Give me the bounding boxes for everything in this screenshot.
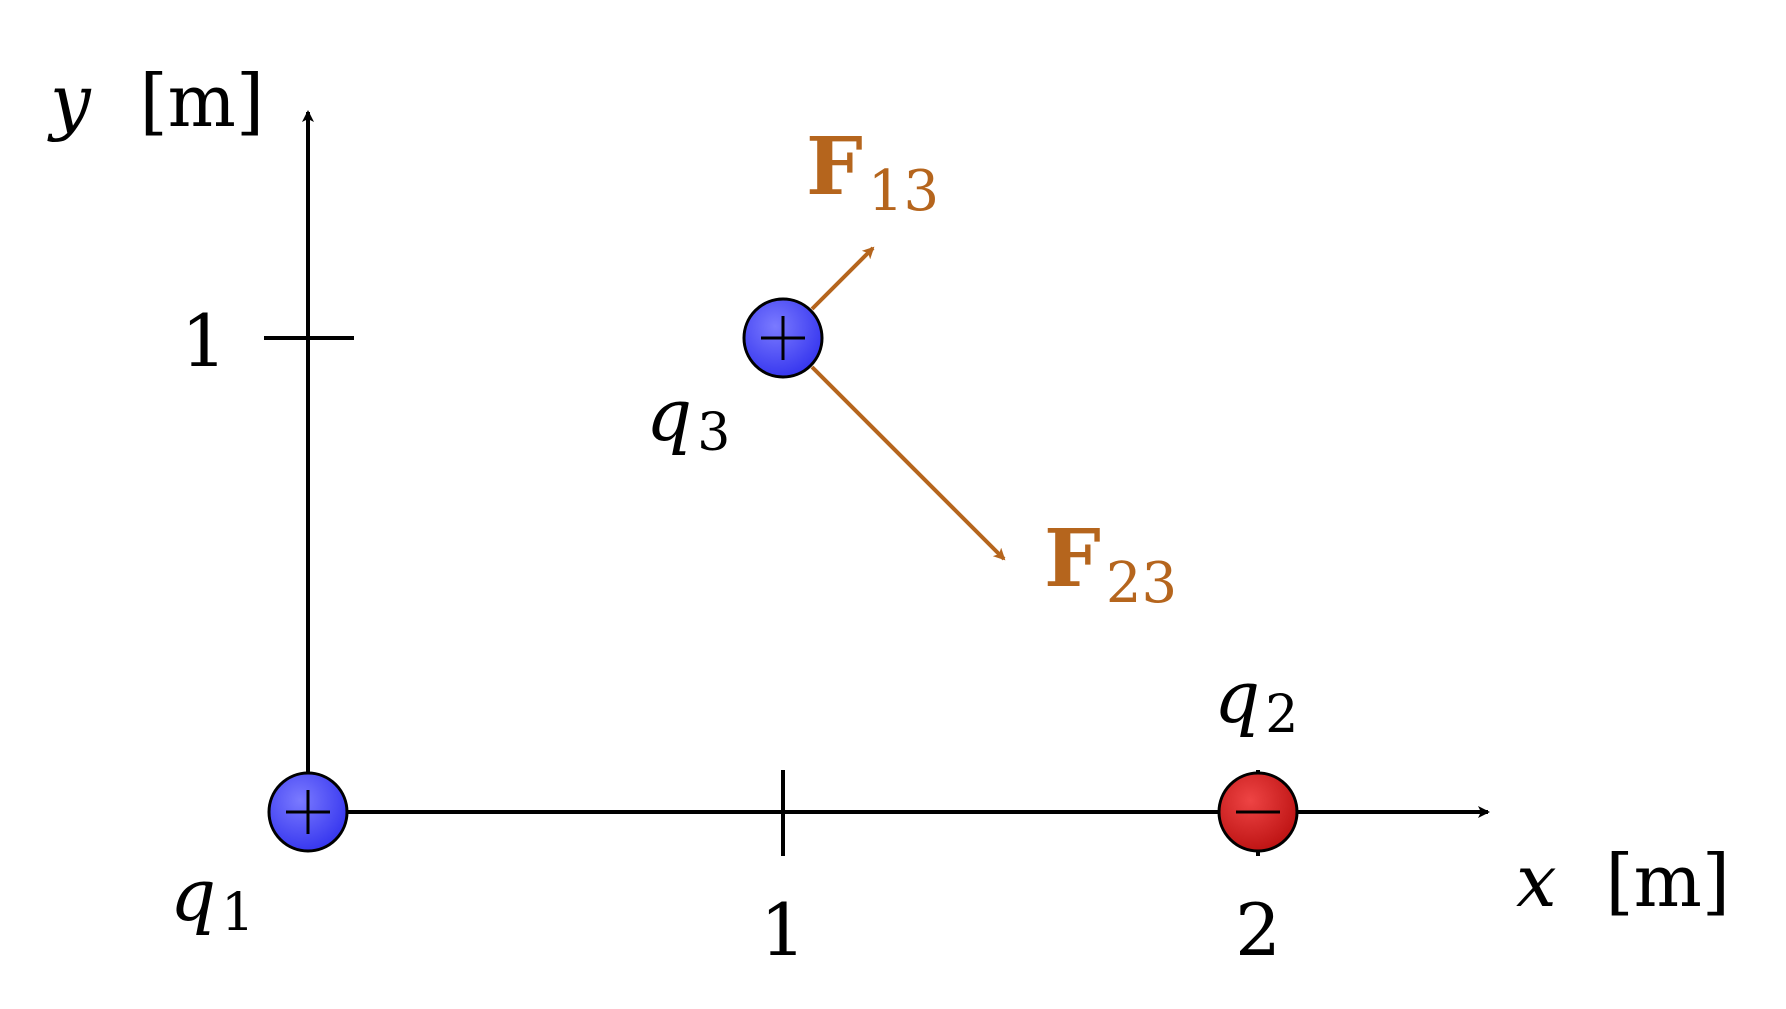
- y-axis-label-var: y: [47, 59, 92, 143]
- x-tick-label-1: 1: [760, 888, 806, 972]
- charge-label-q1-name: q: [170, 853, 216, 937]
- y-axis-label-unit: [m]: [140, 59, 264, 143]
- x-axis-label-var: x: [1516, 839, 1557, 923]
- plus-icon: [761, 316, 805, 360]
- x-axis-label: x [m]: [1516, 839, 1730, 923]
- charge-label-q1-sub: 1: [221, 883, 254, 943]
- charge-label-q3-name: q: [646, 373, 692, 457]
- charge-label-q1: q 1: [170, 853, 254, 943]
- charge-label-q2: q 2: [1214, 655, 1298, 745]
- charge-q3: [742, 297, 824, 379]
- force-label-f13-name: F: [806, 119, 863, 213]
- force-label-f23-name: F: [1044, 511, 1101, 605]
- charge-label-q3-sub: 3: [697, 403, 730, 463]
- plus-icon: [286, 790, 330, 834]
- charge-label-q2-name: q: [1214, 655, 1260, 739]
- charge-q2: [1217, 771, 1299, 853]
- x-axis-label-unit: [m]: [1606, 839, 1730, 923]
- force-label-f23-sub: 23: [1106, 551, 1177, 616]
- force-label-f13: F 13: [806, 119, 939, 224]
- charge-q1: [267, 771, 349, 853]
- y-axis-label: y [m]: [47, 59, 264, 143]
- force-label-f13-sub: 13: [868, 159, 939, 224]
- force-vector-f13: [810, 246, 875, 311]
- x-tick-label-2: 2: [1235, 888, 1281, 972]
- force-label-f23: F 23: [1044, 511, 1177, 616]
- force-vector-f23: [810, 365, 1006, 561]
- charge-label-q3: q 3: [646, 373, 730, 463]
- y-tick-label-1: 1: [181, 299, 227, 383]
- charge-label-q2-sub: 2: [1265, 685, 1298, 745]
